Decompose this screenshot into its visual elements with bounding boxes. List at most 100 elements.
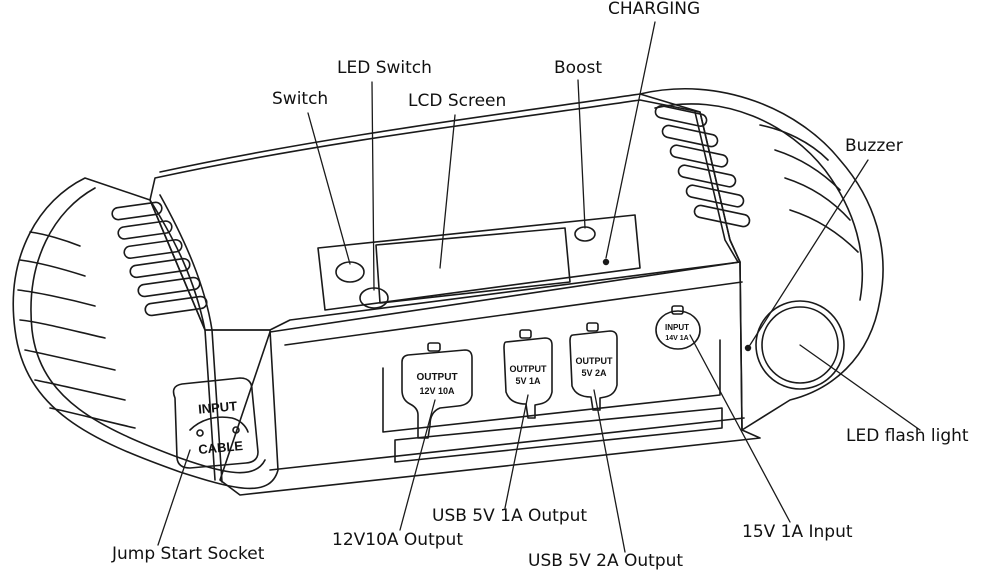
vent-slot — [129, 257, 191, 279]
callout-15v1a-input: 15V 1A Input — [742, 522, 853, 542]
car-icon — [189, 416, 249, 433]
port-tab — [586, 322, 599, 332]
vent-slot — [123, 238, 183, 260]
charging-indicator — [602, 258, 610, 266]
port-text-line1: OUTPUT — [576, 356, 614, 366]
right-groove — [774, 149, 841, 191]
vent-slot — [685, 184, 745, 208]
leader-charging — [605, 21, 656, 259]
callout-led-flash-light: LED flash light — [846, 426, 969, 446]
power-switch-button[interactable] — [335, 261, 365, 283]
port-text-line2: 5V 2A — [581, 368, 607, 378]
port-text-line2: 14V 1A — [665, 335, 688, 342]
port-tab — [671, 305, 684, 315]
port-12v10a-output[interactable]: OUTPUT 12V 10A — [401, 342, 473, 439]
left-top-vents — [111, 201, 208, 317]
left-bumper-band-2 — [159, 194, 223, 483]
right-groove — [784, 177, 851, 221]
front-panel-inner — [382, 339, 721, 433]
front-panel-tray — [394, 407, 723, 463]
vent-slot — [654, 105, 708, 127]
right-top-vents — [654, 105, 751, 228]
port-text-line2: 12V 10A — [419, 386, 455, 396]
vent-slot — [661, 124, 719, 148]
led-flash-light-lens — [761, 306, 839, 384]
port-tab — [519, 329, 532, 339]
leader-boost — [577, 79, 586, 229]
port-cover — [569, 330, 618, 411]
port-text-line1: OUTPUT — [510, 364, 548, 374]
vent-slot — [669, 144, 729, 168]
right-groove — [789, 209, 859, 253]
callout-usb-5v1a-output: USB 5V 1A Output — [432, 506, 588, 526]
vent-slot — [144, 295, 208, 317]
left-bumper-grooves — [17, 231, 136, 429]
right-bumper-inner — [654, 103, 864, 301]
leader-usb-5v2a — [593, 389, 626, 553]
leader-15v1a-input — [689, 334, 791, 523]
control-panel — [317, 214, 641, 311]
callout-led-switch: LED Switch — [337, 58, 432, 78]
port-15v1a-input[interactable]: INPUT 14V 1A — [655, 305, 701, 350]
car-icon-wheel — [232, 426, 240, 434]
callout-buzzer: Buzzer — [845, 136, 903, 156]
top-panel-edge — [159, 93, 641, 173]
leader-12v10a — [399, 399, 436, 531]
right-bumper — [639, 87, 884, 431]
buzzer-hole — [744, 344, 752, 352]
leader-jump-start-socket — [157, 449, 191, 546]
left-bumper — [12, 177, 279, 490]
leader-led-flash-light — [799, 344, 921, 431]
boost-button[interactable] — [574, 226, 596, 242]
right-bumper-band — [694, 111, 739, 263]
led-switch-button[interactable] — [359, 287, 389, 309]
port-usb-5v1a-output[interactable]: OUTPUT 5V 1A — [503, 329, 553, 419]
leader-led-switch — [371, 81, 375, 291]
port-text-line1: OUTPUT — [416, 372, 457, 383]
lcd-screen — [375, 227, 571, 304]
left-groove — [29, 231, 81, 247]
front-panel-seam-top — [284, 281, 743, 346]
left-groove — [24, 349, 116, 371]
left-groove — [19, 259, 86, 277]
callout-switch: Switch — [272, 89, 329, 109]
callout-charging: CHARGING — [608, 0, 701, 19]
right-bumper-grooves — [759, 124, 859, 253]
leader-lcd-screen — [439, 114, 456, 269]
vent-slot — [117, 220, 173, 240]
led-flash-light-rim — [755, 300, 845, 390]
socket-input-text: INPUT — [198, 398, 238, 416]
right-groove — [759, 124, 829, 161]
left-groove — [19, 319, 106, 339]
port-cover — [655, 310, 701, 350]
callout-usb-5v2a-output: USB 5V 2A Output — [528, 551, 684, 571]
port-text-line1: INPUT — [665, 323, 689, 332]
callout-12v10a-output: 12V10A Output — [332, 530, 463, 550]
left-groove — [49, 407, 136, 429]
port-usb-5v2a-output[interactable]: OUTPUT 5V 2A — [569, 322, 618, 411]
vent-slot — [693, 204, 751, 228]
port-text-line2: 5V 1A — [515, 376, 541, 386]
vent-slot — [137, 276, 201, 298]
left-groove — [17, 289, 96, 307]
front-panel-seam-bottom — [269, 417, 745, 471]
leader-buzzer — [749, 159, 869, 346]
car-icon-wheel — [196, 429, 204, 437]
callout-boost: Boost — [554, 58, 602, 78]
port-tab — [427, 342, 441, 352]
callout-lcd-screen: LCD Screen — [408, 91, 507, 111]
port-cover — [503, 337, 553, 419]
front-panel — [219, 261, 761, 496]
vent-slot — [677, 164, 737, 188]
leader-usb-5v1a — [504, 394, 529, 509]
left-bumper-inner — [30, 187, 266, 474]
left-groove — [34, 379, 126, 401]
left-bumper-band — [149, 199, 216, 481]
vent-slot — [111, 201, 163, 221]
jump-start-socket[interactable] — [172, 377, 259, 469]
callout-lines — [157, 21, 921, 553]
port-cover — [401, 349, 473, 439]
socket-cable-text: CABLE — [198, 438, 244, 457]
